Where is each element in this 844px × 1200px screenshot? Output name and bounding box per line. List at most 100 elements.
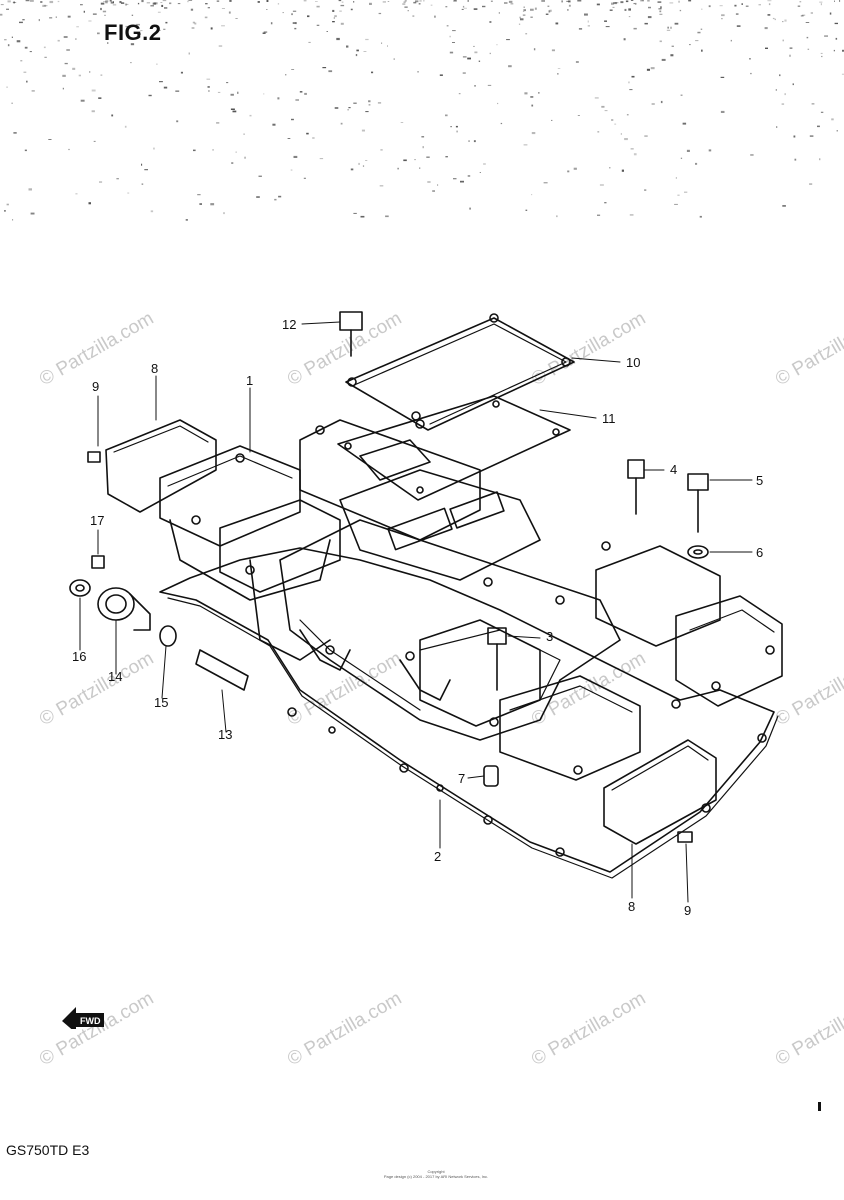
scan-speck (421, 136, 425, 138)
scan-speck (427, 181, 431, 183)
scan-speck (449, 51, 454, 54)
scan-speck (430, 4, 433, 6)
scan-speck (469, 207, 471, 210)
scan-speck (306, 132, 309, 135)
scan-speck (100, 2, 105, 5)
scan-speck (164, 7, 168, 9)
scan-speck (312, 137, 315, 139)
scan-speck (121, 2, 125, 4)
scan-speck (594, 97, 599, 99)
scan-speck (91, 110, 95, 113)
copyright-line: Copyright (427, 1169, 445, 1174)
scan-speck (797, 5, 801, 7)
scan-speck (185, 219, 188, 221)
scan-speck (531, 132, 536, 135)
scan-speck (800, 15, 804, 17)
scan-speck (806, 36, 809, 39)
scan-speck (25, 0, 30, 2)
scan-speck (285, 74, 287, 76)
scan-speck (767, 0, 772, 2)
scan-speck (336, 37, 340, 41)
scan-speck (277, 97, 280, 100)
scan-speck (218, 45, 223, 47)
scan-speck (365, 38, 369, 41)
scan-speck (474, 85, 476, 87)
scan-speck (679, 9, 682, 12)
scan-speck (7, 0, 11, 3)
scan-speck (104, 14, 106, 16)
scan-speck (57, 39, 60, 42)
scan-speck (38, 19, 40, 22)
scan-speck (379, 185, 384, 187)
scan-speck (146, 2, 151, 4)
scan-speck (144, 169, 148, 171)
scan-speck (497, 102, 499, 105)
scan-speck (165, 21, 168, 24)
scan-speck (644, 189, 647, 191)
scan-speck (112, 3, 117, 6)
scan-speck (88, 202, 91, 205)
scan-speck (446, 25, 449, 27)
scan-speck (688, 0, 692, 2)
callout-16: 16 (72, 649, 87, 664)
scan-speck (455, 125, 458, 128)
scan-speck (467, 0, 469, 2)
scan-speck (340, 122, 343, 125)
scan-speck (141, 163, 143, 166)
scan-speck (22, 19, 25, 21)
scan-speck (294, 27, 297, 30)
scan-speck (520, 18, 524, 21)
scan-speck (670, 54, 674, 57)
scan-speck (274, 198, 277, 201)
scan-speck (197, 194, 201, 196)
scan-speck (24, 46, 28, 49)
scan-speck (842, 49, 844, 52)
scan-speck (721, 14, 725, 17)
scan-speck (609, 9, 613, 11)
callout-2: 2 (434, 849, 442, 864)
scan-speck (735, 13, 739, 15)
scan-speck (661, 58, 666, 61)
scan-speck (402, 3, 406, 5)
scan-speck (677, 194, 680, 196)
scan-speck (19, 21, 23, 24)
scan-speck (6, 86, 8, 88)
scan-speck (669, 2, 674, 4)
scan-speck (362, 165, 365, 167)
scan-speck (620, 1, 624, 4)
scan-speck (684, 191, 688, 193)
scan-speck (334, 107, 339, 109)
scan-speck (204, 16, 208, 19)
scan-speck (55, 16, 57, 18)
scan-speck (422, 146, 424, 149)
scan-speck (452, 42, 455, 43)
scan-speck (346, 45, 349, 48)
scan-speck (836, 130, 838, 132)
scan-speck (43, 46, 46, 49)
scan-speck (413, 1, 417, 4)
scan-speck (518, 23, 521, 25)
scan-speck (176, 120, 179, 123)
scan-speck (650, 67, 655, 70)
scan-speck (834, 22, 838, 25)
scan-speck (640, 0, 644, 2)
scan-speck (621, 169, 624, 172)
scan-speck (29, 0, 34, 2)
scan-speck (623, 38, 626, 41)
scan-speck (368, 100, 371, 103)
scan-speck (350, 168, 354, 171)
scan-speck (208, 90, 210, 92)
scan-speck (646, 68, 650, 71)
scan-speck (387, 1, 390, 2)
scan-speck (57, 0, 60, 3)
scan-speck (339, 10, 342, 12)
scan-speck (205, 3, 208, 5)
scan-speck (567, 170, 570, 173)
scan-speck (764, 27, 768, 30)
scan-speck (605, 26, 610, 28)
scan-speck (811, 103, 815, 105)
scan-speck (228, 11, 231, 14)
scan-speck (749, 58, 751, 60)
scan-speck (199, 203, 202, 205)
scan-speck (596, 3, 600, 6)
